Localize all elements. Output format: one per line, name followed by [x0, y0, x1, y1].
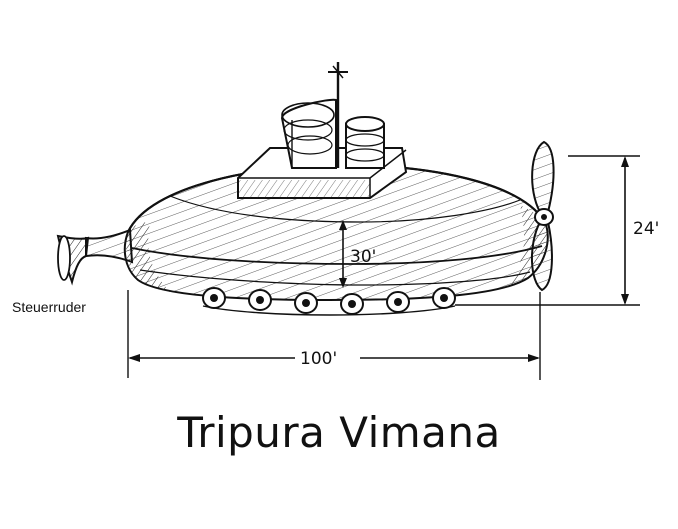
diagram-title: Tripura Vimana	[177, 408, 501, 457]
mast	[328, 62, 348, 168]
dimension-length	[127, 290, 541, 380]
funnel-small	[345, 116, 385, 169]
funnel-large	[280, 98, 337, 169]
wheel-row	[202, 287, 456, 316]
hull-dimension-label: 30'	[350, 247, 376, 267]
rudder-nozzle	[56, 228, 134, 286]
length-dimension-label: 100'	[300, 349, 337, 369]
height-dimension-label: 24'	[633, 219, 659, 239]
dimension-hull	[339, 220, 347, 288]
rudder-callout: Steuerruder	[12, 299, 86, 315]
dimension-height	[455, 155, 640, 306]
propeller	[530, 140, 555, 292]
